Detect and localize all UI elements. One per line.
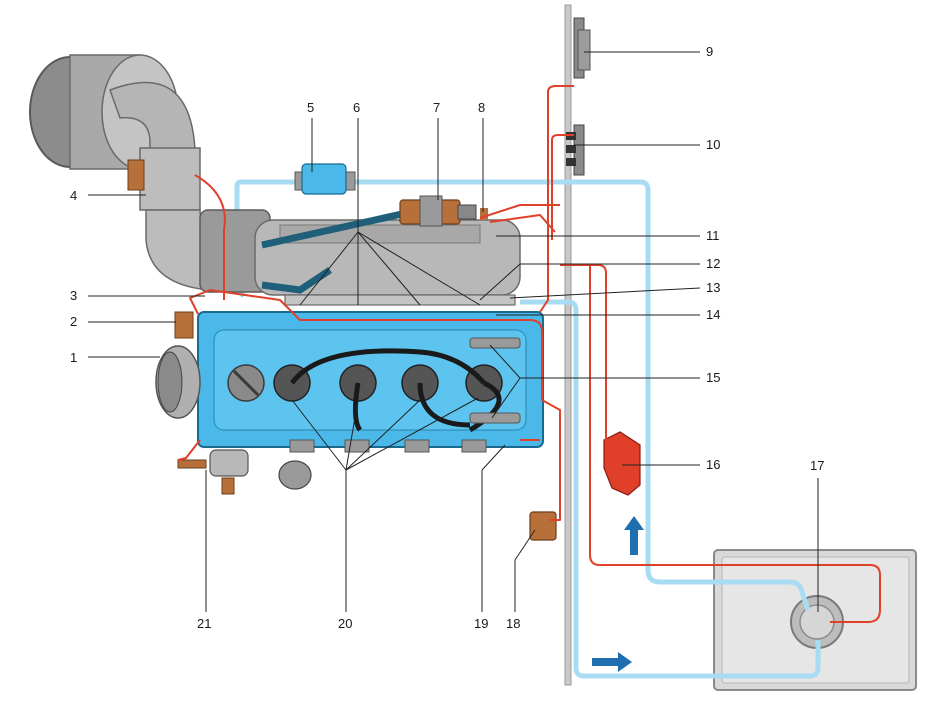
ignition-module bbox=[294, 163, 356, 195]
callout-16: 16 bbox=[706, 457, 720, 472]
component-9 bbox=[573, 17, 591, 79]
callout-10: 10 bbox=[706, 137, 720, 152]
callout-3: 3 bbox=[70, 288, 77, 303]
callout-7: 7 bbox=[433, 100, 440, 115]
sensor-2 bbox=[174, 311, 194, 339]
callout-17: 17 bbox=[810, 458, 824, 473]
callout-4: 4 bbox=[70, 188, 77, 203]
crankshaft-pulley bbox=[155, 345, 201, 419]
leader-lines bbox=[88, 51, 819, 612]
callout-9: 9 bbox=[706, 44, 713, 59]
callout-21: 21 bbox=[197, 616, 211, 631]
callout-12: 12 bbox=[706, 256, 720, 271]
engine-head bbox=[197, 311, 544, 453]
callout-18: 18 bbox=[506, 616, 520, 631]
component-16 bbox=[603, 431, 641, 496]
component-18 bbox=[529, 511, 557, 541]
wiring-harness bbox=[177, 85, 881, 623]
fuel-tank bbox=[713, 549, 917, 691]
callout-labels: 1 2 3 4 5 6 7 8 9 10 11 12 13 14 15 16 1… bbox=[70, 44, 824, 631]
callout-11: 11 bbox=[706, 228, 720, 243]
callout-20: 20 bbox=[338, 616, 352, 631]
callout-13: 13 bbox=[706, 280, 720, 295]
flow-arrows bbox=[592, 516, 644, 672]
intake-manifold bbox=[254, 195, 521, 296]
callout-1: 1 bbox=[70, 350, 77, 365]
air-intake bbox=[29, 54, 271, 293]
throttle-parts bbox=[177, 449, 312, 495]
callout-5: 5 bbox=[307, 100, 314, 115]
fuel-rail bbox=[284, 294, 516, 306]
callout-19: 19 bbox=[474, 616, 488, 631]
callout-6: 6 bbox=[353, 100, 360, 115]
callout-14: 14 bbox=[706, 307, 720, 322]
body-panel-bar bbox=[564, 4, 572, 686]
callout-8: 8 bbox=[478, 100, 485, 115]
callout-15: 15 bbox=[706, 370, 720, 385]
callout-2: 2 bbox=[70, 314, 77, 329]
